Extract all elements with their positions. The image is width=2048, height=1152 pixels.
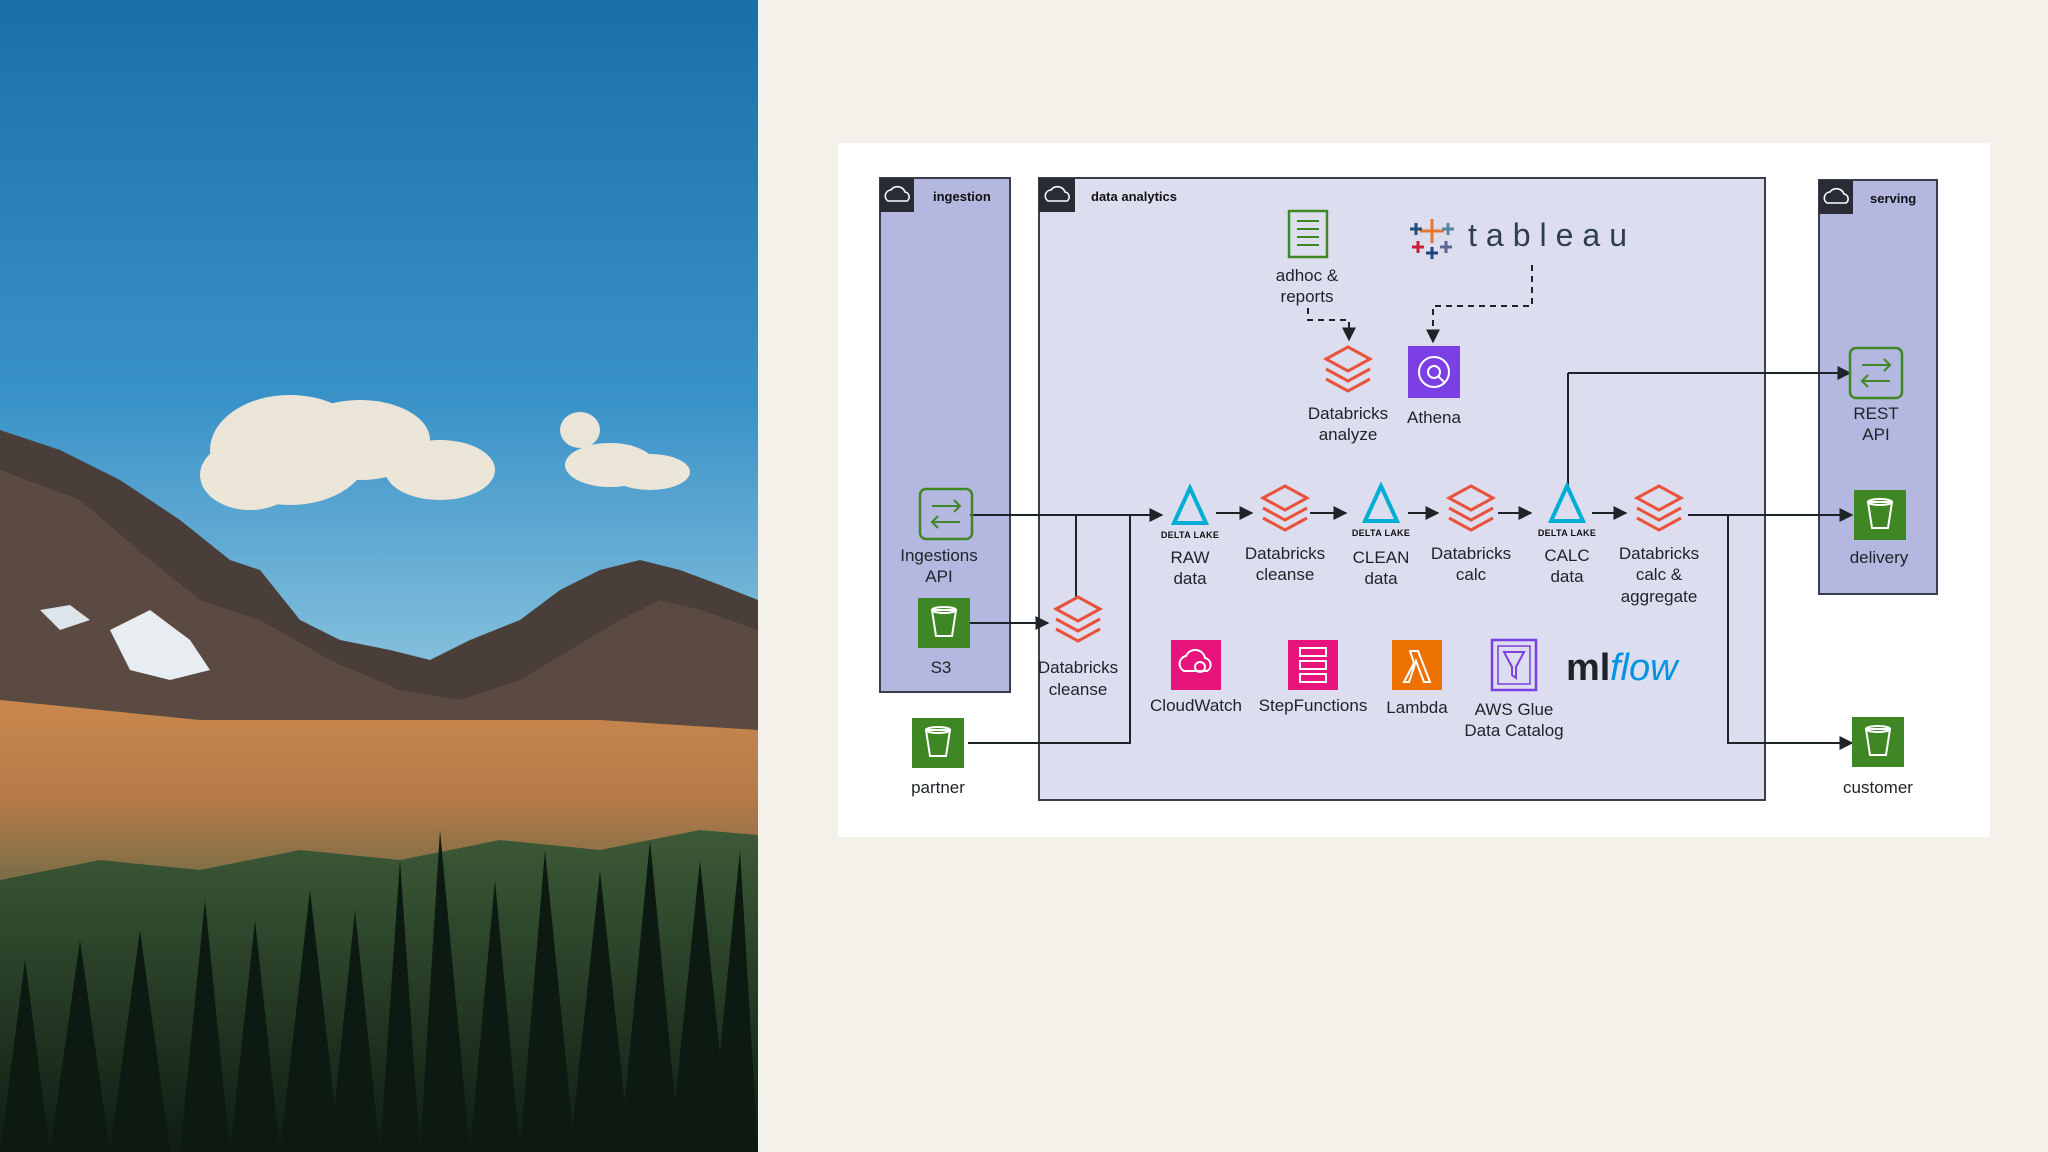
- s3-bucket-icon: [1852, 717, 1904, 767]
- delta-lake-icon: DELTA LAKE: [1538, 481, 1596, 538]
- athena-label: Athena: [1407, 408, 1461, 427]
- databricks-icon: [1322, 345, 1374, 393]
- delivery-label: delivery: [1850, 548, 1909, 567]
- raw-data-node[interactable]: DELTA LAKE RAW data: [1161, 483, 1219, 588]
- databricks-cleanse-label: Databricks: [1245, 544, 1325, 563]
- raw-data-label: RAW: [1170, 548, 1209, 567]
- group-ingestion-label: ingestion: [933, 189, 991, 204]
- athena-node[interactable]: Athena: [1407, 346, 1461, 427]
- databricks-analyze-label: analyze: [1319, 425, 1378, 444]
- stepfunctions-label: StepFunctions: [1259, 696, 1368, 715]
- group-serving-label: serving: [1870, 191, 1916, 206]
- databricks-analyze-label: Databricks: [1308, 404, 1388, 423]
- databricks-calc-label: Databricks: [1431, 544, 1511, 563]
- databricks-icon: [1259, 484, 1311, 532]
- api-gateway-icon: [918, 487, 974, 541]
- connector-line: [1727, 515, 1854, 750]
- databricks-calc-label: calc: [1456, 565, 1487, 584]
- lambda-node[interactable]: Lambda: [1386, 640, 1448, 717]
- connector-line: [968, 515, 1131, 744]
- api-gateway-icon: [1848, 346, 1904, 400]
- s3-node[interactable]: S3: [918, 598, 970, 677]
- databricks-cleanse-low-node[interactable]: Databricks cleanse: [1038, 595, 1118, 699]
- ingestions-api-label: Ingestions: [900, 546, 978, 565]
- architecture-card: ingestion data analytics serving: [838, 143, 1990, 837]
- s3-bucket-icon: [918, 598, 970, 648]
- databricks-cleanse-label: Databricks: [1038, 658, 1118, 677]
- connector-line: [1426, 265, 1533, 344]
- partner-node[interactable]: partner: [911, 718, 965, 797]
- cloud-icon: [1044, 185, 1070, 202]
- cloud-icon: [884, 185, 910, 202]
- clean-data-node[interactable]: DELTA LAKE CLEAN data: [1352, 481, 1410, 588]
- tableau-wordmark: tableau: [1468, 217, 1636, 253]
- tableau-logo[interactable]: tableau: [1410, 217, 1636, 259]
- cloud-icon: [1823, 187, 1849, 204]
- cloudwatch-node[interactable]: CloudWatch: [1150, 640, 1242, 715]
- group-analytics-label: data analytics: [1091, 189, 1177, 204]
- mlflow-flow-text: flow: [1610, 647, 1680, 689]
- rest-api-label: API: [1862, 425, 1889, 444]
- connectors: [968, 366, 1854, 750]
- databricks-aggregate-label: aggregate: [1621, 587, 1698, 606]
- databricks-calc-node[interactable]: Databricks calc: [1431, 484, 1511, 584]
- calc-data-label: data: [1550, 567, 1584, 586]
- ingestions-api-node[interactable]: Ingestions API: [900, 487, 978, 586]
- glue-catalog-node[interactable]: AWS Glue Data Catalog: [1464, 638, 1564, 740]
- mlflow-ml-text: ml: [1566, 647, 1610, 689]
- clean-data-label: data: [1364, 569, 1398, 588]
- delta-lake-text: DELTA LAKE: [1352, 528, 1410, 538]
- group-serving: serving: [1818, 179, 1938, 595]
- customer-label: customer: [1843, 778, 1913, 797]
- glue-catalog-icon: [1490, 638, 1538, 692]
- glue-catalog-label: Data Catalog: [1464, 721, 1563, 740]
- rest-api-label: REST: [1853, 404, 1898, 423]
- adhoc-reports-label: reports: [1281, 287, 1334, 306]
- calc-data-label: CALC: [1544, 546, 1589, 565]
- clean-data-label: CLEAN: [1353, 548, 1410, 567]
- glue-catalog-label: AWS Glue: [1475, 700, 1554, 719]
- databricks-cleanse-label: cleanse: [1049, 680, 1108, 699]
- databricks-cleanse-node[interactable]: Databricks cleanse: [1245, 484, 1325, 584]
- delivery-node[interactable]: delivery: [1850, 490, 1909, 567]
- adhoc-reports-label: adhoc &: [1276, 266, 1339, 285]
- customer-node[interactable]: customer: [1843, 717, 1913, 797]
- architecture-diagram: ingestion data analytics serving: [879, 177, 1938, 801]
- lambda-label: Lambda: [1386, 698, 1448, 717]
- ingestions-api-label: API: [925, 567, 952, 586]
- step-functions-icon: [1288, 640, 1338, 690]
- s3-label: S3: [931, 658, 952, 677]
- dashed-connectors: [1307, 265, 1533, 344]
- databricks-cleanse-label: cleanse: [1256, 565, 1315, 584]
- delta-lake-icon: DELTA LAKE: [1161, 483, 1219, 540]
- athena-icon: [1408, 346, 1460, 398]
- stepfunctions-node[interactable]: StepFunctions: [1259, 640, 1368, 715]
- cloudwatch-label: CloudWatch: [1150, 696, 1242, 715]
- mlflow-logo[interactable]: ml flow: [1566, 647, 1680, 689]
- notebook-icon: [1287, 209, 1329, 259]
- lambda-icon: [1392, 640, 1442, 690]
- databricks-aggregate-label: calc &: [1636, 565, 1683, 584]
- s3-bucket-icon: [1854, 490, 1906, 540]
- databricks-icon: [1445, 484, 1497, 532]
- s3-bucket-icon: [912, 718, 964, 768]
- rest-api-node[interactable]: REST API: [1848, 346, 1904, 444]
- partner-label: partner: [911, 778, 965, 797]
- adhoc-reports-node[interactable]: adhoc & reports: [1276, 209, 1339, 306]
- raw-data-label: data: [1173, 569, 1207, 588]
- tableau-mark-icon: [1410, 219, 1454, 259]
- delta-lake-text: DELTA LAKE: [1538, 528, 1596, 538]
- mountain-photo: [0, 0, 758, 1152]
- databricks-aggregate-node[interactable]: Databricks calc & aggregate: [1619, 484, 1699, 606]
- group-data-analytics: data analytics: [1038, 177, 1766, 801]
- calc-data-node[interactable]: DELTA LAKE CALC data: [1538, 481, 1596, 586]
- delta-lake-icon: DELTA LAKE: [1352, 481, 1410, 538]
- databricks-analyze-node[interactable]: Databricks analyze: [1308, 345, 1388, 444]
- cloudwatch-icon: [1171, 640, 1221, 690]
- delta-lake-text: DELTA LAKE: [1161, 530, 1219, 540]
- databricks-icon: [1052, 595, 1104, 643]
- databricks-aggregate-label: Databricks: [1619, 544, 1699, 563]
- databricks-icon: [1633, 484, 1685, 532]
- connector-line: [1307, 308, 1356, 342]
